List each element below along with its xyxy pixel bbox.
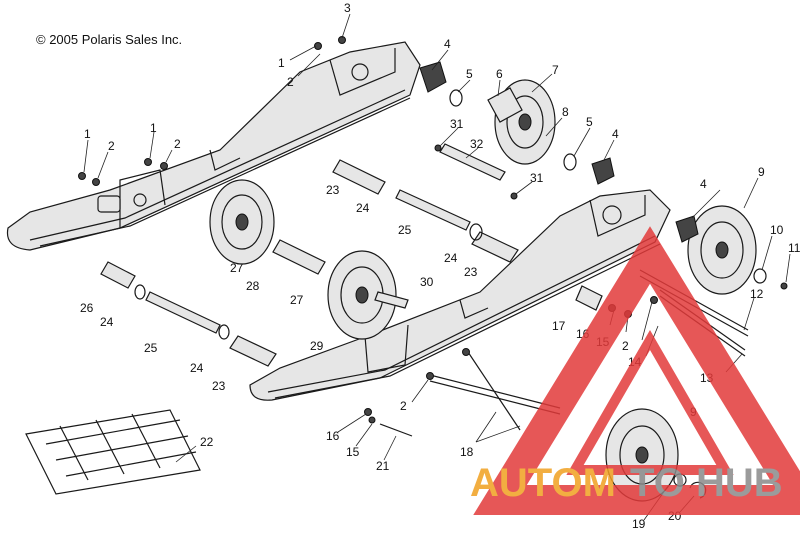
callout-c6: 6 bbox=[496, 67, 503, 81]
callout-c23a: 23 bbox=[326, 183, 340, 197]
callout-c9a: 9 bbox=[758, 165, 765, 179]
callout-c23b: 23 bbox=[464, 265, 478, 279]
callout-c8: 8 bbox=[562, 105, 569, 119]
callout-c4a: 4 bbox=[444, 37, 451, 51]
copyright-notice: © 2005 Polaris Sales Inc. bbox=[36, 32, 183, 47]
callout-c5b: 5 bbox=[586, 115, 593, 129]
shafts bbox=[100, 87, 749, 437]
callout-c32: 32 bbox=[470, 137, 484, 151]
upper-rail bbox=[6, 41, 421, 251]
callout-c24a: 24 bbox=[356, 201, 370, 215]
callout-c2b: 2 bbox=[108, 139, 115, 153]
callout-c2c: 2 bbox=[174, 137, 181, 151]
callout-c25b: 25 bbox=[144, 341, 158, 355]
callout-c21: 21 bbox=[376, 459, 390, 473]
watermark-logo: AUTOM TO HUB bbox=[470, 226, 800, 515]
callout-c24d: 24 bbox=[190, 361, 204, 375]
callout-c1c: 1 bbox=[150, 121, 157, 135]
callout-c27b: 27 bbox=[290, 293, 304, 307]
callout-c4b: 4 bbox=[612, 127, 619, 141]
wheel-center bbox=[327, 250, 397, 340]
callout-c2a: 2 bbox=[287, 75, 294, 89]
callout-c17: 17 bbox=[552, 319, 566, 333]
watermark-text-a: AUTOM bbox=[470, 461, 616, 505]
callout-c30: 30 bbox=[420, 275, 434, 289]
callout-c15b: 15 bbox=[346, 445, 360, 459]
callout-c2d: 2 bbox=[622, 339, 629, 353]
hardware bbox=[78, 36, 788, 499]
lower-rail bbox=[249, 189, 671, 401]
callout-c2e: 2 bbox=[400, 399, 407, 413]
callout-c31b: 31 bbox=[530, 171, 544, 185]
callout-c18: 18 bbox=[460, 445, 474, 459]
callout-c10: 10 bbox=[770, 223, 784, 237]
callout-c26: 26 bbox=[80, 301, 94, 315]
callout-c1a: 1 bbox=[278, 56, 285, 70]
callout-c29: 29 bbox=[310, 339, 324, 353]
callout-c12: 12 bbox=[750, 287, 764, 301]
wheel-right bbox=[687, 205, 757, 295]
callout-c7: 7 bbox=[552, 63, 559, 77]
callout-c28: 28 bbox=[246, 279, 260, 293]
callout-c1b: 1 bbox=[84, 127, 91, 141]
callout-c3: 3 bbox=[344, 1, 351, 15]
callout-c25a: 25 bbox=[398, 223, 412, 237]
callout-c31a: 31 bbox=[450, 117, 464, 131]
callout-c16b: 16 bbox=[326, 429, 340, 443]
callout-c23c: 23 bbox=[212, 379, 226, 393]
track-clip-set bbox=[25, 409, 201, 495]
wheel-mid-left bbox=[209, 179, 275, 265]
callout-c24c: 24 bbox=[100, 315, 114, 329]
leader-lines bbox=[83, 13, 791, 521]
callout-c27a: 27 bbox=[230, 261, 244, 275]
watermark-text-c: HUB bbox=[696, 461, 783, 505]
wheel-bottom bbox=[605, 408, 679, 502]
callout-labels: 3 1 2 4 5 6 7 8 5 4 31 32 31 1 2 1 2 23 … bbox=[80, 1, 800, 531]
callout-c4c: 4 bbox=[700, 177, 707, 191]
watermark-text-b: TO bbox=[630, 461, 685, 505]
callout-c19: 19 bbox=[632, 517, 646, 531]
callout-c11: 11 bbox=[788, 241, 800, 255]
callout-c5a: 5 bbox=[466, 67, 473, 81]
callout-c24b: 24 bbox=[444, 251, 458, 265]
callout-c22: 22 bbox=[200, 435, 214, 449]
